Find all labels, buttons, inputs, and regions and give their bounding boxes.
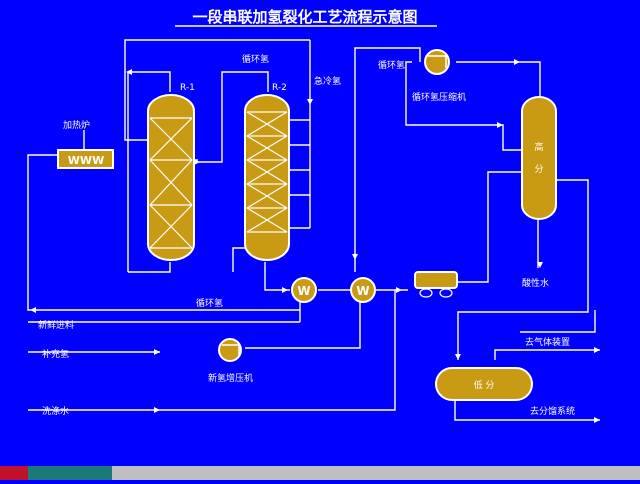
r2-label: R-2	[272, 83, 287, 93]
wash-water-label: 洗涤水	[42, 405, 69, 417]
lp-separator-shell	[435, 367, 533, 401]
line-gas-out	[494, 349, 600, 360]
recycle-h2-bottom-label: 循环氢	[196, 297, 223, 309]
r1-shell	[147, 94, 195, 261]
line-r1-feed-top	[127, 71, 171, 272]
arrow	[352, 254, 358, 260]
arrow	[396, 287, 402, 293]
exchanger-1-body	[291, 277, 317, 303]
gas-unit-label: 去气体装置	[525, 336, 570, 348]
diagram-title: 一段串联加氢裂化工艺流程示意图	[192, 8, 417, 26]
arrow	[307, 99, 313, 105]
line-recycle-right	[520, 310, 596, 333]
arrow	[194, 159, 200, 165]
arrow	[455, 354, 461, 360]
line-heater-left-loop	[27, 154, 300, 311]
recycle-h2-top-label: 循环氢	[242, 53, 269, 65]
makeup-compressor-body	[218, 338, 242, 362]
exchanger-2-mark: W	[356, 284, 369, 298]
recycle-compressor-label: 循环氢压缩机	[412, 91, 466, 103]
line-r2-out	[264, 262, 290, 291]
reactor-r1: R-1	[147, 83, 195, 261]
r2-packing	[246, 111, 288, 233]
line-makeup-compressor-out	[245, 302, 361, 349]
heater-coil-mark: WWW	[68, 154, 104, 167]
line-wash-water	[28, 290, 396, 411]
footer-grey-bar	[112, 466, 640, 480]
sour-water-label: 酸性水	[522, 277, 549, 289]
hp-separator-label-2: 分	[534, 164, 543, 175]
makeup-compressor-label: 新氢增压机	[208, 372, 253, 384]
line-r2-side	[232, 247, 245, 272]
arrow	[594, 347, 600, 353]
quench-h2-label: 急冷氢	[314, 75, 341, 87]
line-cooler-hpsep	[458, 171, 540, 283]
air-cooler-box	[414, 271, 458, 289]
hp-separator-shell	[521, 96, 557, 220]
line-compressor-return	[405, 61, 522, 151]
arrow	[497, 122, 503, 128]
heater-box	[57, 149, 114, 169]
exchanger-1-mark: W	[297, 284, 310, 298]
line-r1-to-r2	[192, 71, 269, 163]
arrow	[514, 59, 520, 65]
line-fractionation-out	[454, 400, 600, 421]
hp-separator-label-1: 高	[534, 141, 543, 153]
footer-red-block	[0, 466, 28, 480]
heater: WWW 加热炉	[57, 119, 114, 169]
recycle-compressor: 循环氢压缩机	[412, 49, 466, 103]
air-cooler	[414, 271, 458, 298]
line-hpsep-to-lpsep	[457, 179, 589, 360]
r1-packing	[149, 117, 193, 249]
line-quench-branches	[290, 119, 310, 196]
r1-label: R-1	[180, 83, 195, 93]
line-compressor-to-hpsep	[456, 61, 541, 98]
pipe-lines	[27, 39, 600, 421]
arrow	[154, 349, 160, 355]
line-recycle-main	[354, 47, 421, 272]
recycle-h2-right-label: 循环氢	[378, 59, 405, 71]
heater-label: 加热炉	[63, 119, 90, 131]
lp-separator-label: 低 分	[474, 379, 495, 391]
exchanger-2-body	[350, 277, 376, 303]
line-quench-to-r1	[124, 39, 310, 141]
r2-shell	[244, 94, 290, 261]
fresh-feed-label: 新鲜进料	[38, 319, 74, 331]
flow-arrows	[30, 59, 600, 423]
makeup-compressor: 新氢增压机	[208, 338, 253, 384]
hp-separator: 高 分 酸性水	[521, 96, 557, 289]
arrow	[594, 417, 600, 423]
line-r1-bottom	[128, 262, 171, 273]
lp-separator: 低 分	[435, 367, 533, 401]
exchanger-1: W	[291, 277, 317, 303]
arrow	[126, 69, 132, 75]
arrow	[154, 407, 160, 413]
arrow	[537, 262, 543, 268]
makeup-h2-label: 补充氢	[42, 348, 69, 360]
exchanger-2: W	[350, 277, 376, 303]
arrow	[30, 307, 36, 313]
fractionation-label: 去分馏系统	[530, 405, 575, 417]
reactor-r2: R-2	[244, 83, 290, 261]
arrow	[282, 287, 288, 293]
footer-teal-block	[28, 466, 112, 480]
